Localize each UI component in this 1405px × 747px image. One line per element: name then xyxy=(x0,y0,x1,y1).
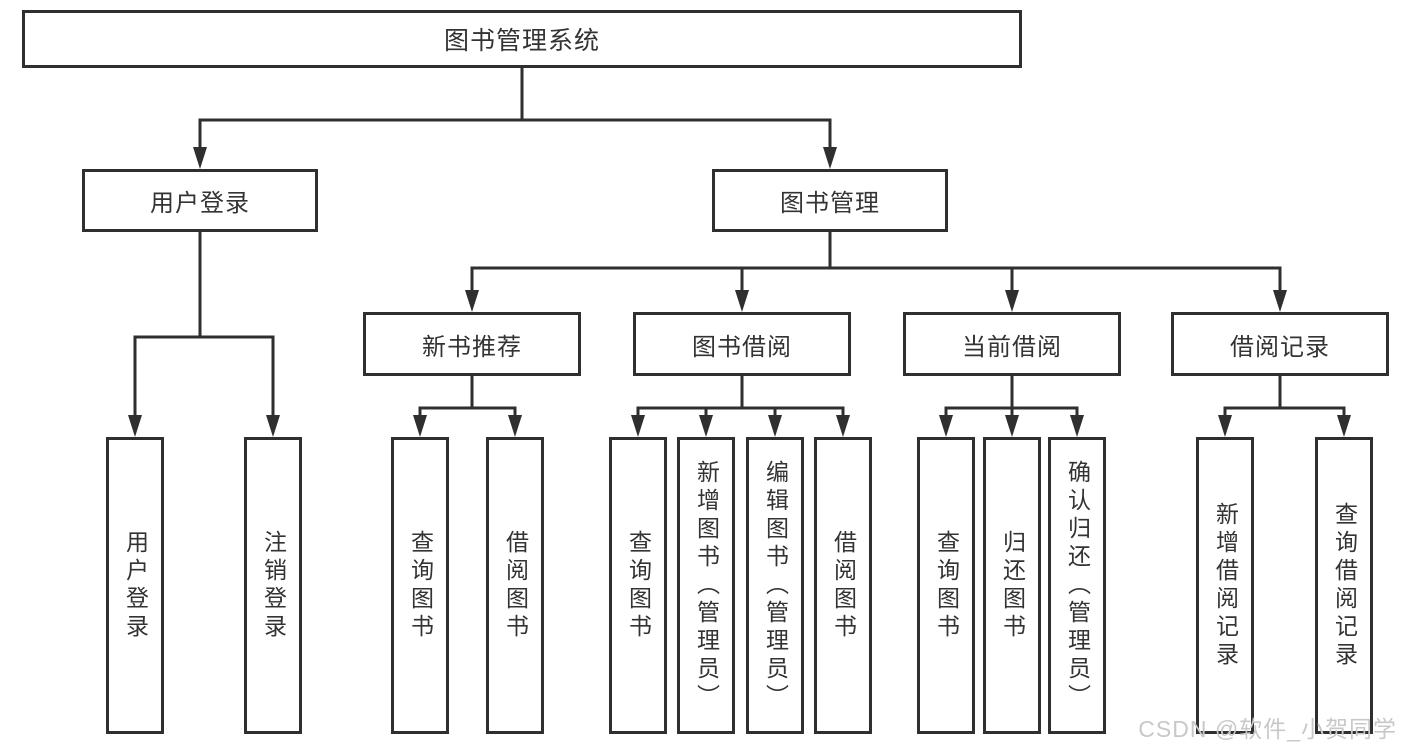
leaf-add-book-admin-label: 新增图书（管理员） xyxy=(693,459,720,712)
leaf-return-book: 归还图书 xyxy=(983,437,1041,734)
leaf-borrow-query-books: 查询图书 xyxy=(609,437,667,734)
node-book-management-label: 图书管理 xyxy=(780,190,880,217)
leaf-return-book-label: 归还图书 xyxy=(999,529,1026,642)
leaf-newbook-query-books: 查询图书 xyxy=(391,437,449,734)
leaf-add-book-admin: 新增图书（管理员） xyxy=(677,437,735,734)
leaf-edit-book-admin: 编辑图书（管理员） xyxy=(746,437,804,734)
node-current-borrow-label: 当前借阅 xyxy=(962,333,1062,361)
edges-root xyxy=(193,68,837,169)
node-user-login-label: 用户登录 xyxy=(150,190,250,217)
leaf-user-login-label: 用户登录 xyxy=(122,529,149,642)
node-new-book-recommend-label: 新书推荐 xyxy=(422,333,522,361)
leaf-newbook-borrow-books-label: 借阅图书 xyxy=(502,529,529,642)
leaf-borrow-borrow-books-label: 借阅图书 xyxy=(830,529,857,642)
leaf-query-borrow-record: 查询借阅记录 xyxy=(1315,437,1373,734)
leaf-borrow-borrow-books: 借阅图书 xyxy=(814,437,872,734)
arrowhead xyxy=(508,415,522,437)
arrowhead xyxy=(1273,290,1287,312)
arrowhead xyxy=(631,415,645,437)
arrowhead xyxy=(1218,415,1232,437)
leaf-edit-book-admin-label: 编辑图书（管理员） xyxy=(762,459,789,712)
leaf-current-query-books: 查询图书 xyxy=(917,437,975,734)
edges-book-management xyxy=(465,232,1287,312)
leaf-add-borrow-record: 新增借阅记录 xyxy=(1196,437,1254,734)
leaf-confirm-return-admin: 确认归还（管理员） xyxy=(1048,437,1106,734)
edges-borrow-records xyxy=(1218,376,1351,437)
edges-new-book-recommend xyxy=(413,376,522,437)
csdn-watermark: CSDN @软件_小贺同学 xyxy=(1138,716,1397,742)
node-current-borrow: 当前借阅 xyxy=(903,312,1121,376)
arrowhead xyxy=(128,415,142,437)
leaf-confirm-return-admin-label: 确认归还（管理员） xyxy=(1064,459,1091,712)
arrowhead xyxy=(1070,415,1084,437)
node-book-borrow: 图书借阅 xyxy=(633,312,851,376)
arrowhead xyxy=(939,415,953,437)
leaf-current-query-books-label: 查询图书 xyxy=(933,529,960,642)
node-root-label: 图书管理系统 xyxy=(443,27,600,55)
arrowhead xyxy=(465,290,479,312)
node-root: 图书管理系统 xyxy=(22,10,1022,68)
leaf-add-borrow-record-label: 新增借阅记录 xyxy=(1212,501,1239,670)
arrowhead xyxy=(836,415,850,437)
node-book-management: 图书管理 xyxy=(712,169,948,232)
arrowhead xyxy=(823,147,837,169)
leaf-user-login: 用户登录 xyxy=(106,437,164,734)
node-borrow-records-label: 借阅记录 xyxy=(1230,333,1330,361)
node-book-borrow-label: 图书借阅 xyxy=(692,333,792,361)
arrowhead xyxy=(266,415,280,437)
node-borrow-records: 借阅记录 xyxy=(1171,312,1389,376)
arrowhead xyxy=(413,415,427,437)
arrowhead xyxy=(1005,290,1019,312)
leaf-logout-label: 注销登录 xyxy=(260,529,287,642)
node-new-book-recommend: 新书推荐 xyxy=(363,312,581,376)
leaf-logout: 注销登录 xyxy=(244,437,302,734)
arrowhead xyxy=(1005,415,1019,437)
leaf-newbook-borrow-books: 借阅图书 xyxy=(486,437,544,734)
leaf-query-borrow-record-label: 查询借阅记录 xyxy=(1331,501,1358,670)
arrowhead xyxy=(768,415,782,437)
edges-user-login xyxy=(128,232,280,437)
edges-current-borrow xyxy=(939,376,1084,437)
edges-book-borrow xyxy=(631,376,850,437)
node-user-login: 用户登录 xyxy=(82,169,318,232)
leaf-newbook-query-books-label: 查询图书 xyxy=(407,529,434,642)
arrowhead xyxy=(1337,415,1351,437)
arrowhead xyxy=(699,415,713,437)
arrowhead xyxy=(193,147,207,169)
arrowhead xyxy=(735,290,749,312)
leaf-borrow-query-books-label: 查询图书 xyxy=(625,529,652,642)
